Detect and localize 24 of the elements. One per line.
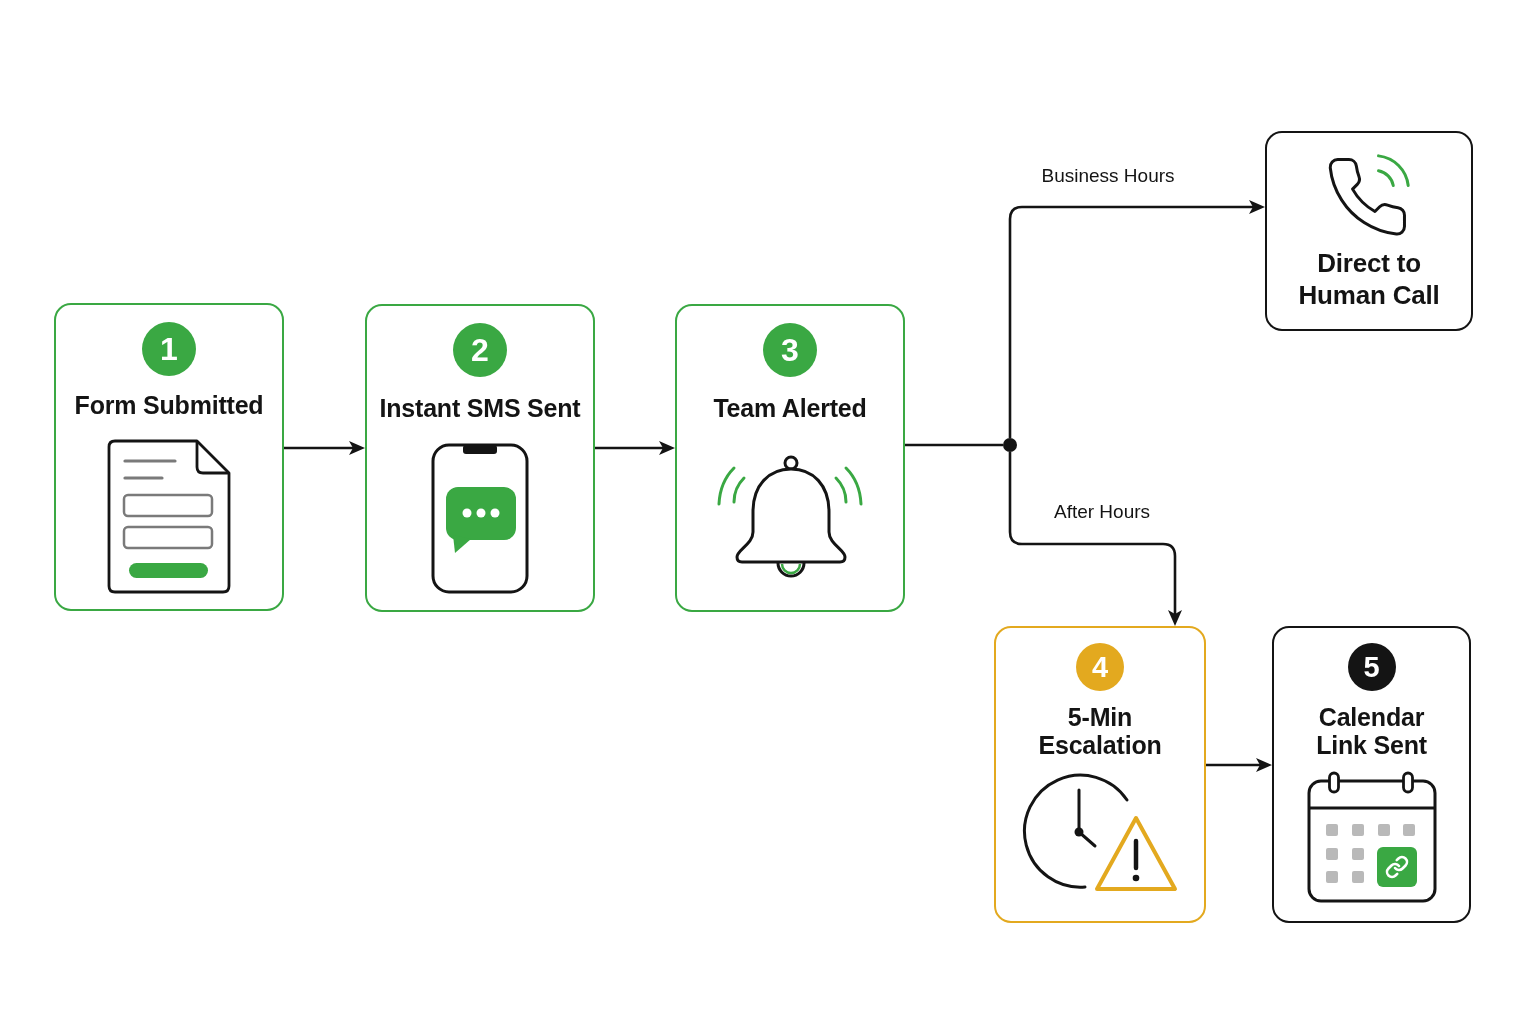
step-title: Team Alerted — [713, 393, 867, 424]
arrow — [1206, 758, 1272, 772]
step-card — [365, 304, 595, 612]
step-number: 1 — [142, 322, 196, 376]
step-number: 3 — [763, 323, 817, 377]
junction-dot — [1003, 438, 1017, 452]
arrow — [595, 441, 675, 455]
arrow — [1008, 452, 1182, 626]
step-card — [994, 626, 1206, 923]
step-number: 5 — [1347, 643, 1396, 691]
step-card — [675, 304, 905, 612]
step-number: 4 — [1076, 643, 1124, 691]
arrow — [284, 441, 365, 455]
arrow — [1008, 200, 1265, 438]
outcome-card — [1265, 131, 1473, 331]
step-title: Instant SMS Sent — [379, 393, 581, 424]
step-title: 5-Min Escalation — [1037, 703, 1163, 759]
step-title: Form Submitted — [74, 390, 264, 421]
step-title: Direct to Human Call — [1297, 247, 1441, 311]
connector-line — [905, 443, 1003, 447]
step-number: 2 — [453, 323, 507, 377]
step-title: Calendar Link Sent — [1315, 703, 1428, 759]
step-card — [54, 303, 284, 611]
step-card — [1272, 626, 1471, 923]
